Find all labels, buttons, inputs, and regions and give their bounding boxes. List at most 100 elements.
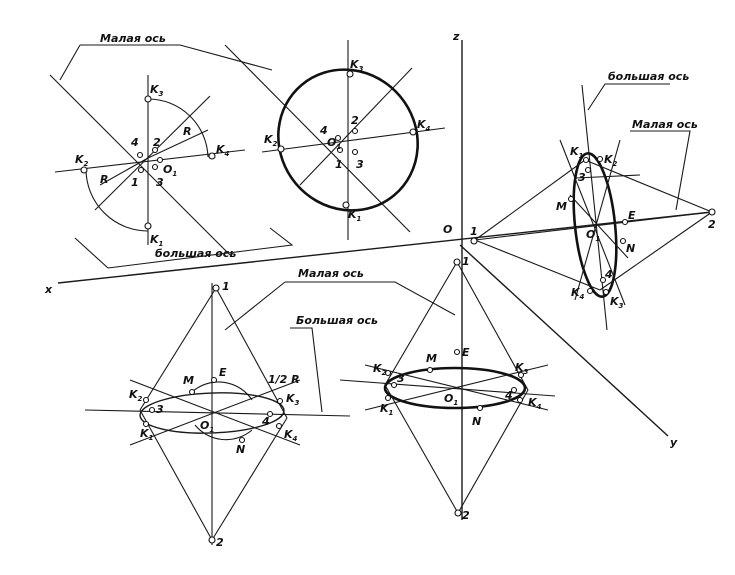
point-1 [336, 146, 344, 154]
y-axis [459, 244, 669, 437]
point-k2 [384, 369, 392, 377]
caption-major-axis-bottom: Большая ось [296, 314, 378, 327]
construction-circle-top-left: K3 K4 K2 K1 4 2 1 3 O1 R R [49, 74, 246, 256]
label-k4: K4 [571, 286, 585, 301]
leader-major-right [587, 83, 670, 111]
point-2 [708, 208, 716, 216]
arc-lower [194, 424, 253, 441]
label-1: 1 [335, 158, 343, 171]
label-k3: K3 [610, 295, 624, 310]
point-k1 [342, 201, 350, 209]
rhombus-lower-right [599, 211, 713, 291]
label-k4: K4 [417, 118, 431, 133]
rhombus-lower-right [211, 417, 288, 541]
label-2: 2 [462, 509, 470, 522]
origin-label: O [443, 223, 452, 236]
point-n [619, 237, 627, 245]
point-k3 [517, 371, 525, 379]
label-k1: K1 [150, 233, 164, 248]
label-4: 4 [261, 415, 270, 428]
rhombus-lower-right [457, 389, 529, 514]
ellipse-top-middle: K3 K4 K2 K1 4 2 1 3 O1 [224, 40, 446, 240]
construction-lines [574, 139, 641, 301]
ellipse-outline [277, 68, 419, 212]
point-m [188, 388, 196, 396]
point-k4 [275, 422, 283, 430]
label-1: 1 [131, 176, 139, 189]
point-k3 [346, 70, 354, 78]
main-axes: x y z O [44, 30, 713, 520]
rhombus-upper-left [474, 159, 586, 241]
ellipse-outline [139, 392, 285, 434]
leader-major-bottom [290, 327, 323, 413]
label-e: E [462, 346, 470, 359]
point-k2 [277, 145, 285, 153]
rhombus-lower-left [474, 239, 601, 291]
point-3 [584, 166, 592, 174]
x-axis [57, 211, 713, 284]
label-m: M [556, 200, 567, 213]
label-k3: K3 [286, 392, 300, 407]
point-1 [212, 284, 220, 292]
label-o1: O1 [163, 163, 177, 178]
label-k4: K4 [528, 396, 542, 411]
label-k4: K4 [284, 428, 298, 443]
label-1: 1 [222, 280, 230, 293]
x-axis-label: x [44, 283, 53, 296]
point-3 [390, 381, 398, 389]
point-2 [454, 509, 462, 517]
point-1 [137, 166, 145, 174]
mn-line [569, 194, 629, 259]
leader-major-top [107, 227, 294, 269]
label-3: 3 [356, 158, 364, 171]
label-3: 3 [156, 403, 164, 416]
label-k1: K1 [348, 208, 362, 223]
point-k1 [582, 156, 590, 164]
label-k2: K2 [373, 362, 387, 377]
major-axis-line [581, 84, 608, 331]
label-r-lower: R [100, 173, 108, 186]
leader-minor-bottom [285, 281, 456, 316]
point-k2 [80, 166, 88, 174]
axis-captions-top: Малая ось большая ось [59, 32, 294, 269]
label-3: 3 [156, 176, 164, 189]
label-3: 3 [578, 171, 586, 184]
point-e [210, 376, 218, 384]
caption-major-axis-right: большая ось [608, 70, 689, 83]
label-n: N [472, 415, 481, 428]
label-k3: K3 [350, 58, 364, 73]
ellipse-bottom-left: 1 2 E M N K2 K1 K3 K4 3 4 O1 1/2 R Малая… [84, 267, 456, 549]
arc-r-upper [147, 98, 209, 158]
point-2 [208, 536, 216, 544]
point-3 [151, 163, 159, 171]
point-n [476, 404, 484, 412]
label-o1: O1 [586, 228, 600, 243]
point-m [567, 195, 575, 203]
point-k4 [208, 152, 216, 160]
arc-r-lower [85, 169, 149, 232]
point-k4 [586, 287, 594, 295]
label-half-r: 1/2 R [268, 373, 300, 386]
major-axis-line [224, 44, 411, 233]
leader-minor-top [80, 44, 273, 71]
point-k3 [276, 397, 284, 405]
point-k3 [602, 288, 610, 296]
label-k2: K2 [129, 388, 143, 403]
label-1: 1 [462, 255, 470, 268]
caption-minor-axis-right: Малая ось [632, 118, 698, 131]
point-4 [510, 386, 518, 394]
point-k4 [409, 128, 417, 136]
point-k4 [516, 396, 524, 404]
point-k3 [144, 95, 152, 103]
arc-upper [191, 381, 253, 401]
y-axis-label: y [670, 436, 678, 449]
point-1 [453, 258, 461, 266]
label-k1: K1 [570, 145, 584, 160]
label-4: 4 [130, 136, 139, 149]
radius-line-lower [99, 157, 149, 186]
leader-minor-right [630, 130, 691, 211]
point-4 [334, 134, 342, 142]
point-k1 [384, 394, 392, 402]
point-k2 [596, 155, 604, 163]
point-k2 [142, 396, 150, 404]
